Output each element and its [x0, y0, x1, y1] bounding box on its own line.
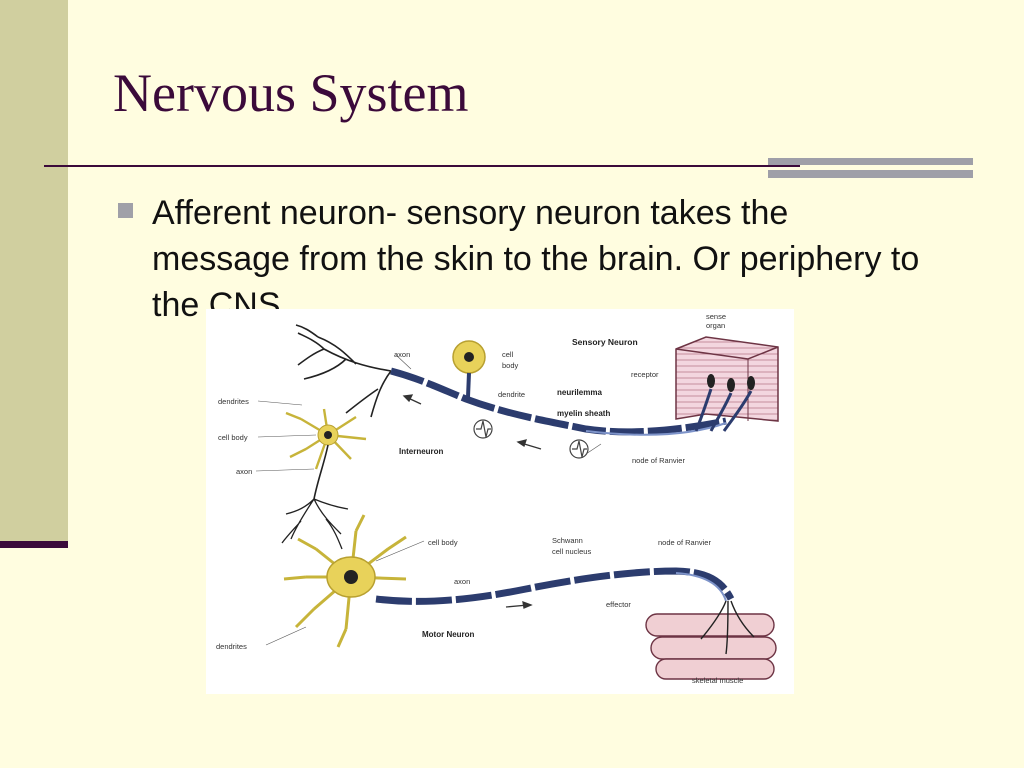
label-cell-body-motor: cell body [428, 538, 458, 547]
neuron-diagram: Sensory Neuron sense organ axon cell bod… [206, 309, 794, 694]
accent-bar-bottom [768, 170, 973, 178]
bullet-square-icon [118, 203, 133, 218]
label-axon-motor: axon [454, 577, 470, 586]
motor-neuron-axon [375, 567, 735, 605]
accent-bar-top [768, 158, 973, 165]
title-rule [44, 165, 800, 167]
label-sensory-neuron: Sensory Neuron [572, 337, 638, 347]
label-cell-body-top-2: body [502, 361, 519, 370]
label-dendrite: dendrite [498, 390, 525, 399]
label-interneuron: Interneuron [399, 447, 444, 456]
label-cell-body-top-1: cell [502, 350, 514, 359]
flow-arrows [402, 394, 542, 609]
sensory-cell-body [452, 340, 486, 398]
label-schwann-2: cell nucleus [552, 547, 591, 556]
sensory-dendrite-tree [295, 324, 392, 418]
label-axon-left: axon [236, 467, 252, 476]
label-node-of-ranvier-top: node of Ranvier [632, 456, 685, 465]
left-decor-band [0, 0, 68, 541]
label-cell-body-left: cell body [218, 433, 248, 442]
slide-title: Nervous System [113, 63, 469, 123]
label-node-of-ranvier-bottom: node of Ranvier [658, 538, 711, 547]
label-schwann-1: Schwann [552, 536, 583, 545]
motor-cell-body [283, 514, 407, 648]
label-receptor: receptor [631, 370, 659, 379]
label-effector: effector [606, 600, 631, 609]
interneuron [281, 408, 367, 550]
label-motor-neuron: Motor Neuron [422, 630, 475, 639]
label-dendrites-bottom: dendrites [216, 642, 247, 651]
label-dendrites-left: dendrites [218, 397, 249, 406]
label-skeletal-muscle: skeletal muscle [692, 676, 743, 685]
label-myelin-sheath: myelin sheath [557, 409, 610, 418]
bullet-text: Afferent neuron- sensory neuron takes th… [152, 194, 920, 324]
skin-sense-organ [675, 336, 779, 432]
impulse-icons [473, 419, 589, 459]
left-decor-band-foot [0, 541, 68, 548]
label-neurilemma: neurilemma [557, 388, 602, 397]
label-axon-top: axon [394, 350, 410, 359]
label-sense-organ-1: sense [706, 312, 726, 321]
skeletal-muscle [645, 600, 777, 680]
label-sense-organ-2: organ [706, 321, 725, 330]
leader-lines [255, 354, 602, 646]
